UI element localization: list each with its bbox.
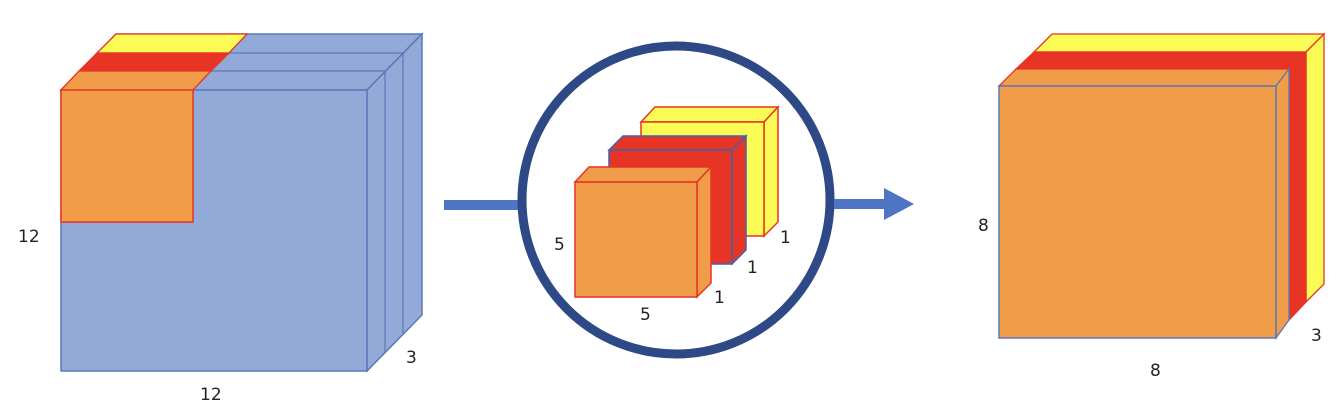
arrow-in-shaft (444, 200, 524, 210)
input-volume-side-face (366, 32, 423, 373)
output-width-label: 8 (1150, 361, 1161, 381)
filter-depth-label-front: 1 (714, 288, 725, 308)
output-depth-label: 3 (1311, 326, 1322, 346)
filter-depth-label-back: 1 (780, 228, 791, 248)
output-height-label: 8 (978, 216, 989, 236)
filter-group: 5 5 1 1 1 (517, 41, 835, 359)
arrow-out-shaft (834, 199, 886, 209)
output-volume: 8 8 3 (978, 32, 1326, 381)
filter-height-label: 5 (554, 235, 565, 255)
arrow-out (834, 188, 914, 220)
input-width-label: 12 (200, 385, 222, 405)
filter-depth-label-middle: 1 (747, 258, 758, 278)
receptive-field-red-strip (77, 52, 231, 72)
output-slice-red (1014, 50, 1308, 322)
receptive-field-yellow-strip (95, 33, 249, 54)
filter-orange (573, 165, 713, 299)
filter-lens-circle (517, 41, 835, 359)
receptive-field-front-patch (60, 89, 194, 223)
input-volume: 12 12 3 (18, 32, 424, 405)
receptive-field-orange-strip (59, 70, 213, 91)
input-depth-label: 3 (406, 348, 417, 368)
filter-width-label: 5 (640, 305, 651, 325)
output-slice-yellow (1032, 32, 1326, 304)
arrow-out-head (884, 188, 914, 220)
output-slice-orange (997, 67, 1291, 341)
input-height-label: 12 (18, 227, 40, 247)
